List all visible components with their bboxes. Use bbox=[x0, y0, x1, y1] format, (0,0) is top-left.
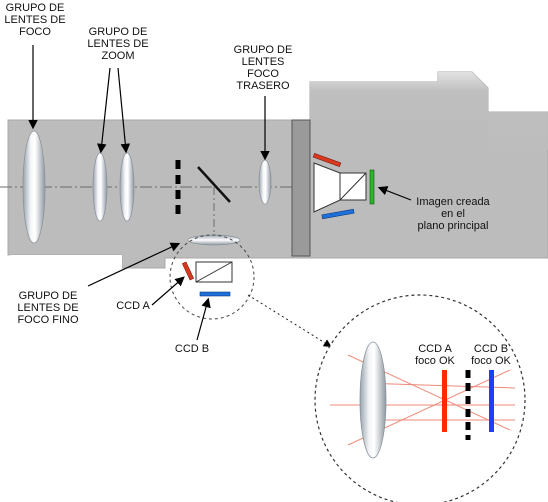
zoom-lens-2 bbox=[119, 152, 135, 222]
blue-ccd-main bbox=[321, 208, 355, 220]
camera-top-housing bbox=[310, 72, 548, 150]
green-ccd-main bbox=[369, 169, 375, 205]
zoom-lens-1 bbox=[92, 152, 108, 222]
label-ccd-b: CCD B bbox=[174, 343, 210, 355]
label-ccd-a: CCD A bbox=[116, 300, 150, 312]
camera-lower-notch bbox=[8, 255, 122, 268]
detail-connector bbox=[247, 294, 332, 348]
detail-marker-circle bbox=[169, 234, 255, 320]
zoom-lens bbox=[359, 341, 387, 459]
rear-focus-lens bbox=[258, 159, 272, 205]
red-ccd-main bbox=[312, 152, 342, 168]
zoom-ccd-b-bar bbox=[489, 370, 494, 432]
beam-splitter bbox=[197, 166, 231, 203]
fine-prism-diag bbox=[195, 261, 233, 283]
label-arrows bbox=[28, 45, 412, 341]
main-prism-diag bbox=[339, 172, 367, 201]
ccd-a-small bbox=[181, 261, 195, 281]
zoom-ccd-a-bar bbox=[442, 370, 447, 432]
prism-mount-block bbox=[291, 119, 311, 257]
ccd-b-small bbox=[199, 291, 231, 297]
focus-lens bbox=[22, 130, 46, 244]
